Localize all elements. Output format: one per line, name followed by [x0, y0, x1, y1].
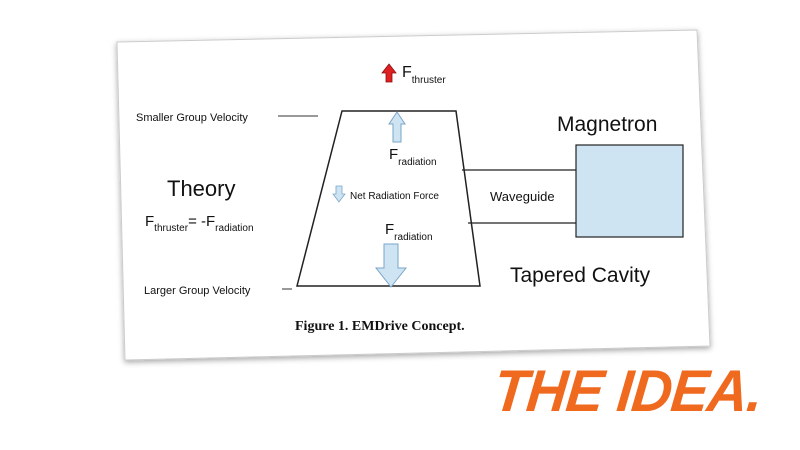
tapered-cavity-label: Tapered Cavity	[510, 264, 651, 287]
theory-heading: Theory	[167, 176, 235, 201]
radiation-bottom-label: Fradiation	[385, 221, 433, 243]
figure-caption: Figure 1. EMDrive Concept.	[295, 319, 465, 334]
theory-equation: Fthruster= -Fradiation	[145, 213, 254, 234]
net-radiation-force-label: Net Radiation Force	[350, 191, 439, 202]
radiation-up-arrow-icon	[388, 111, 406, 143]
thruster-arrow-icon	[381, 63, 397, 83]
magnetron-box	[575, 144, 684, 238]
waveguide-label: Waveguide	[490, 189, 555, 204]
smaller-group-velocity-label: Smaller Group Velocity	[136, 112, 248, 124]
radiation-top-label: Fradiation	[389, 146, 437, 168]
larger-group-velocity-label: Larger Group Velocity	[144, 285, 251, 297]
headline-text: THE IDEA.	[490, 357, 766, 424]
thruster-label: Fthruster	[402, 64, 446, 86]
magnetron-label: Magnetron	[557, 113, 657, 136]
net-radiation-arrow-icon	[332, 185, 346, 203]
tapered-cavity-shape	[296, 110, 481, 287]
radiation-down-arrow-icon	[374, 243, 408, 288]
